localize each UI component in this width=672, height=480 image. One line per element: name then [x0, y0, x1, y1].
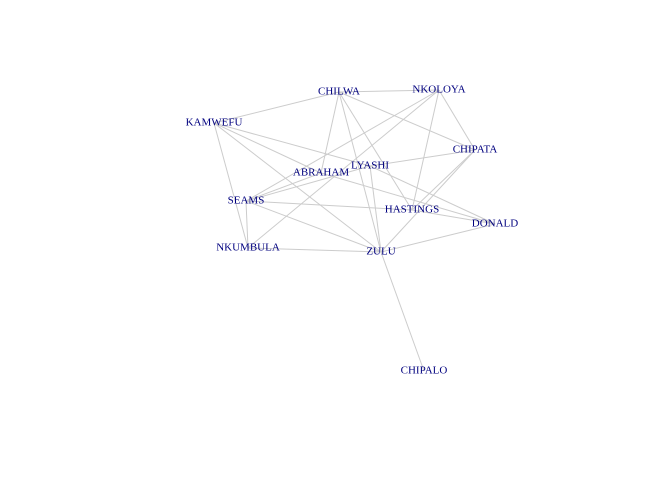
- edge-seams-nkumbula: [245, 200, 249, 249]
- edge-zulu-chipalo: [380, 251, 425, 372]
- edge-abraham-donald: [320, 172, 496, 225]
- edge-chipata-zulu: [380, 149, 476, 253]
- edge-nkoloya-nkumbula: [247, 89, 440, 249]
- edge-chilwa-zulu: [338, 91, 382, 253]
- node-label-chipalo: CHIPALO: [401, 365, 448, 377]
- node-label-lyashi: LYASHI: [351, 160, 389, 172]
- node-label-hastings: HASTINGS: [385, 204, 439, 216]
- edge-chipata-hastings: [411, 149, 476, 211]
- edge-lyashi-donald: [369, 165, 496, 225]
- node-label-kamwefu: KAMWEFU: [186, 117, 243, 129]
- node-label-nkoloya: NKOLOYA: [412, 84, 465, 96]
- node-label-chilwa: CHILWA: [318, 86, 360, 98]
- edge-kamwefu-lyashi: [213, 122, 371, 167]
- edge-seams-hastings: [245, 200, 413, 211]
- node-label-seams: SEAMS: [228, 195, 265, 207]
- edge-seams-zulu: [245, 200, 382, 253]
- edge-nkoloya-seams: [245, 89, 440, 202]
- edge-chipata-lyashi: [369, 149, 476, 167]
- edge-chilwa-abraham: [320, 91, 340, 174]
- edge-kamwefu-abraham: [213, 122, 322, 174]
- edge-nkumbula-zulu: [247, 247, 382, 253]
- edge-chilwa-kamwefu: [213, 91, 340, 124]
- edge-lyashi-seams: [245, 165, 371, 202]
- node-label-donald: DONALD: [472, 218, 518, 230]
- edge-nkoloya-chipata: [438, 89, 476, 151]
- node-label-chipata: CHIPATA: [453, 144, 498, 156]
- node-label-abraham: ABRAHAM: [293, 167, 349, 179]
- edge-chilwa-chipata: [338, 91, 476, 151]
- node-label-nkumbula: NKUMBULA: [216, 242, 280, 254]
- edge-lyashi-zulu: [369, 165, 382, 253]
- edge-donald-zulu: [380, 223, 496, 253]
- edge-abraham-seams: [245, 172, 322, 202]
- edge-nkoloya-hastings: [411, 89, 440, 211]
- edge-kamwefu-zulu: [213, 122, 382, 253]
- node-label-zulu: ZULU: [366, 246, 395, 258]
- edge-chilwa-nkoloya: [338, 89, 440, 93]
- edge-hastings-donald: [411, 209, 496, 225]
- nodes-layer: CHILWA NKOLOYA KAMWEFU CHIPATA LYASHIABRAHAM…: [186, 84, 519, 377]
- edges-layer: [213, 89, 496, 372]
- edge-kamwefu-nkumbula: [213, 122, 249, 249]
- edge-chilwa-hastings: [338, 91, 413, 211]
